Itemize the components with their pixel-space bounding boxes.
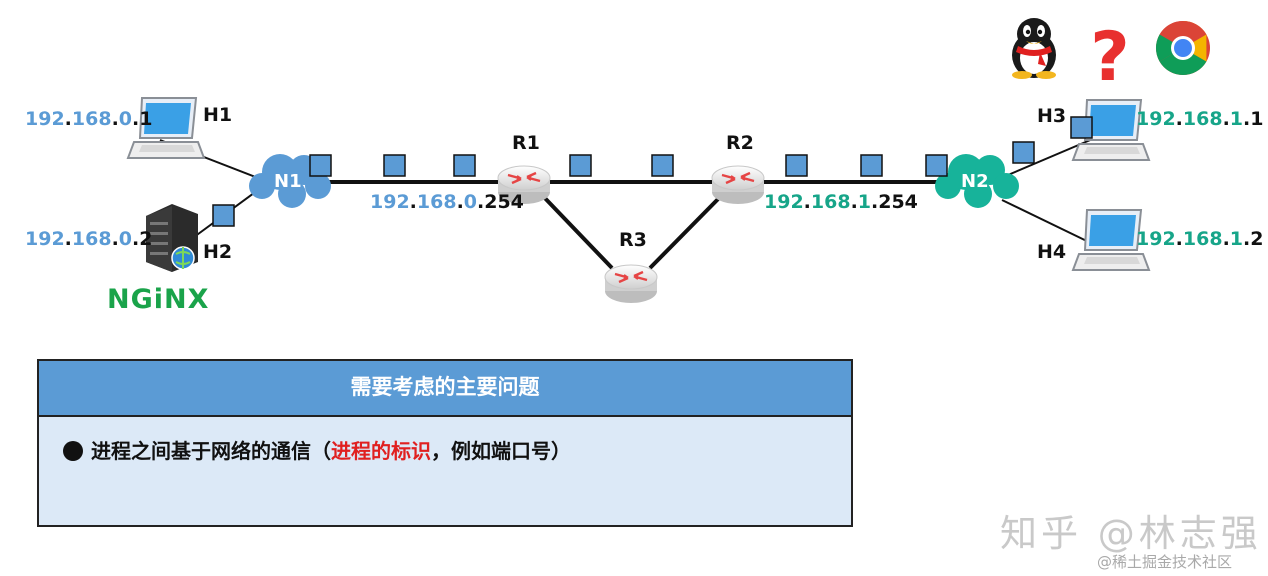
- watermark-zhihu: 知乎 @林志强: [1000, 503, 1262, 557]
- label-n1: N1: [274, 173, 302, 191]
- packet: [454, 155, 475, 176]
- qq-penguin-icon: [1012, 18, 1056, 79]
- label-h4: H4: [1037, 243, 1066, 262]
- watermark-juejin: @稀土掘金技术社区: [1097, 551, 1232, 572]
- question-mark-icon: ?: [1090, 18, 1129, 97]
- packet: [213, 205, 234, 226]
- label-r1: R1: [512, 134, 540, 153]
- link-r2-r3: [650, 193, 724, 268]
- label-r2: R2: [726, 134, 754, 153]
- label-n2: N2: [961, 173, 989, 191]
- panel-item: 进程之间基于网络的通信（进程的标识，例如端口号）: [63, 435, 571, 464]
- label-h3: H3: [1037, 107, 1066, 126]
- bullet-icon: [63, 441, 83, 461]
- ip-r1-interface: 192.168.0.254: [370, 193, 524, 212]
- label-r3: R3: [619, 231, 647, 250]
- link-r1-r3: [540, 193, 612, 268]
- ip-h1: 192.168.0.1: [25, 110, 152, 129]
- chrome-icon: [1156, 21, 1210, 75]
- ip-r2-interface: 192.168.1.254: [764, 193, 918, 212]
- packet: [861, 155, 882, 176]
- packet: [1071, 117, 1092, 138]
- panel-item-suffix: ，例如端口号）: [431, 439, 571, 463]
- packet: [570, 155, 591, 176]
- question-panel: 需要考虑的主要问题 进程之间基于网络的通信（进程的标识，例如端口号）: [37, 359, 853, 527]
- panel-title: 需要考虑的主要问题: [39, 361, 851, 417]
- packet: [384, 155, 405, 176]
- router-icon: [605, 265, 657, 303]
- label-h1: H1: [203, 106, 232, 125]
- packet: [1013, 142, 1034, 163]
- packet: [786, 155, 807, 176]
- ip-h2: 192.168.0.2: [25, 230, 152, 249]
- packet: [926, 155, 947, 176]
- ip-h3: 192.168.1.1: [1136, 110, 1263, 129]
- packet: [310, 155, 331, 176]
- panel-item-prefix: 进程之间基于网络的通信（: [91, 439, 331, 463]
- panel-item-highlight: 进程的标识: [331, 439, 431, 463]
- ip-h4: 192.168.1.2: [1136, 230, 1263, 249]
- label-h2: H2: [203, 243, 232, 262]
- nginx-logo: NGiNX: [107, 286, 209, 313]
- packet: [652, 155, 673, 176]
- server-icon: [146, 204, 198, 272]
- router-icon: [712, 166, 764, 204]
- link-n2-h4: [1002, 200, 1095, 245]
